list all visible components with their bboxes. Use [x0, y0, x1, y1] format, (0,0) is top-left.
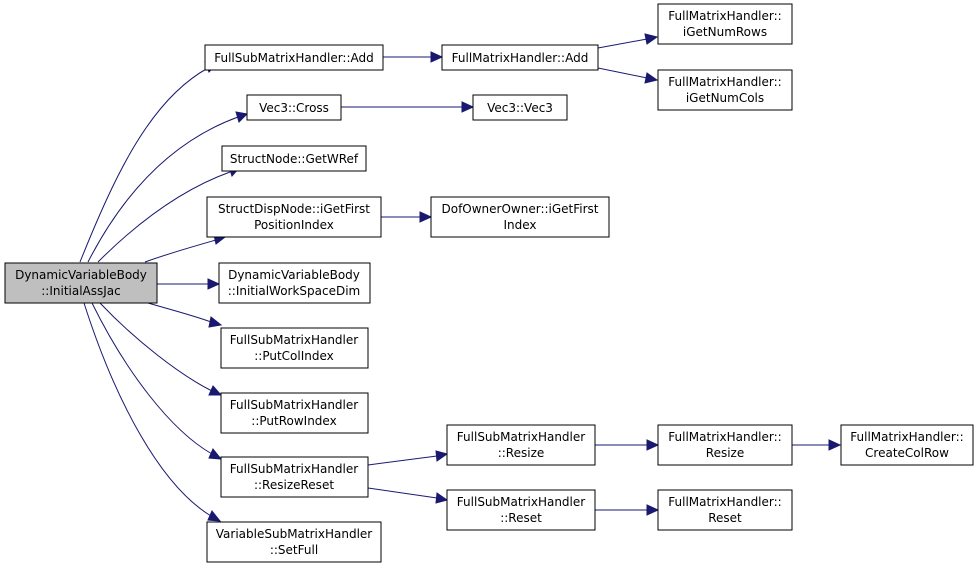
node-fmh-resize-line2: Resize [706, 446, 744, 460]
edge-root-to-vec3-cross [87, 111, 249, 263]
edge-root-to-resizereset [91, 302, 223, 460]
node-putrowindex-line1: FullSubMatrixHandler [230, 398, 358, 412]
node-putcolindex-line1: FullSubMatrixHandler [230, 333, 358, 347]
edge-resizereset-to-fsm-resize [367, 450, 449, 466]
node-root-line1: DynamicVariableBody [15, 268, 147, 282]
node-dvb-initialworkspacedim[interactable]: DynamicVariableBody ::InitialWorkSpaceDi… [218, 262, 371, 304]
node-vec3-cross[interactable]: Vec3::Cross [246, 94, 342, 121]
node-dofowner-line1: DofOwnerOwner::iGetFirst [441, 202, 598, 216]
node-fmh-resize[interactable]: FullMatrixHandler:: Resize [657, 424, 793, 466]
node-fmh-reset-line1: FullMatrixHandler:: [668, 495, 781, 509]
node-fmh-igetnumrows[interactable]: FullMatrixHandler:: iGetNumRows [657, 3, 793, 45]
node-createcolrow-line2: CreateColRow [865, 446, 949, 460]
edge-structdisp-to-dofowner [381, 211, 433, 223]
node-fmh-reset-line2: Reset [708, 511, 742, 525]
edge-root-to-putcolindex [147, 302, 223, 328]
edge-fsm-reset-to-fmh-reset [595, 504, 660, 516]
node-fsm-reset[interactable]: FullSubMatrixHandler ::Reset [446, 489, 596, 531]
node-fmh-createcolrow[interactable]: FullMatrixHandler:: CreateColRow [840, 424, 974, 466]
node-igetnumrows-line1: FullMatrixHandler:: [668, 9, 781, 23]
edge-fsm-resize-to-fmh-resize [595, 439, 660, 451]
node-setfull-line2: ::SetFull [270, 543, 318, 557]
node-fsm-add[interactable]: FullSubMatrixHandler::Add [204, 44, 384, 71]
node-fsm-putrowindex[interactable]: FullSubMatrixHandler ::PutRowIndex [220, 392, 369, 434]
edge-root-to-setfull [83, 302, 222, 522]
edge-fsm-add-to-fmh-add [383, 51, 444, 63]
node-setfull-line1: VariableSubMatrixHandler [216, 527, 373, 541]
edge-root-to-fsm-add [79, 61, 217, 263]
node-fsm-add-label: FullSubMatrixHandler::Add [214, 51, 374, 65]
node-structdisp-igetfirst[interactable]: StructDispNode::iGetFirst PositionIndex [206, 196, 382, 238]
edge-fmh-add-to-igetnumcols [597, 67, 659, 84]
node-fsm-resizereset[interactable]: FullSubMatrixHandler ::ResizeReset [220, 456, 369, 498]
node-vec3-cross-label: Vec3::Cross [259, 101, 329, 115]
edge-cross-to-vec3 [341, 101, 475, 113]
edge-fmh-resize-to-createcolrow [792, 439, 842, 451]
node-resizereset-line1: FullSubMatrixHandler [230, 462, 358, 476]
node-fmh-resize-line1: FullMatrixHandler:: [668, 430, 781, 444]
node-fsm-reset-line1: FullSubMatrixHandler [457, 495, 585, 509]
node-structnode-getwref-label: StructNode::GetWRef [230, 152, 359, 166]
node-fsm-resize-line2: ::Resize [498, 446, 545, 460]
node-structdisp-line2: PositionIndex [254, 218, 334, 232]
node-fmh-add[interactable]: FullMatrixHandler::Add [441, 44, 599, 71]
node-igetnumrows-line2: iGetNumRows [683, 25, 767, 39]
node-fsm-putcolindex[interactable]: FullSubMatrixHandler ::PutColIndex [220, 327, 369, 369]
node-fsm-resize-line1: FullSubMatrixHandler [457, 430, 585, 444]
node-initialworkspace-line1: DynamicVariableBody [228, 268, 360, 282]
edge-root-to-initialworkspace [157, 278, 221, 290]
node-fmh-reset[interactable]: FullMatrixHandler:: Reset [657, 489, 793, 531]
edge-resizereset-to-fsm-reset [367, 487, 449, 504]
node-igetnumcols-line1: FullMatrixHandler:: [668, 75, 781, 89]
node-fmh-igetnumcols[interactable]: FullMatrixHandler:: iGetNumCols [657, 69, 793, 111]
node-dofowner-line2: Index [503, 218, 536, 232]
node-putcolindex-line2: ::PutColIndex [254, 349, 334, 363]
node-fmh-add-label: FullMatrixHandler::Add [452, 51, 589, 65]
node-vsm-setfull[interactable]: VariableSubMatrixHandler ::SetFull [206, 521, 382, 563]
node-structnode-getwref[interactable]: StructNode::GetWRef [221, 145, 367, 172]
node-vec3-vec3[interactable]: Vec3::Vec3 [472, 94, 568, 121]
node-putrowindex-line2: ::PutRowIndex [251, 414, 336, 428]
node-structdisp-line1: StructDispNode::iGetFirst [218, 202, 370, 216]
edge-root-to-structdisp [144, 234, 227, 263]
node-igetnumcols-line2: iGetNumCols [686, 91, 764, 105]
node-fsm-reset-line2: ::Reset [500, 511, 542, 525]
node-root-line2: ::InitialAssJac [41, 284, 121, 298]
edge-root-to-putrowindex [99, 302, 223, 396]
node-dofowner-igetfirst[interactable]: DofOwnerOwner::iGetFirst Index [430, 196, 610, 238]
node-root-initialassjac[interactable]: DynamicVariableBody ::InitialAssJac [4, 262, 158, 304]
node-vec3-vec3-label: Vec3::Vec3 [487, 101, 553, 115]
edge-fmh-add-to-igetnumrows [597, 33, 659, 49]
node-initialworkspace-line2: ::InitialWorkSpaceDim [228, 284, 361, 298]
node-resizereset-line2: ::ResizeReset [254, 478, 334, 492]
node-createcolrow-line1: FullMatrixHandler:: [850, 430, 963, 444]
node-fsm-resize[interactable]: FullSubMatrixHandler ::Resize [446, 424, 596, 466]
